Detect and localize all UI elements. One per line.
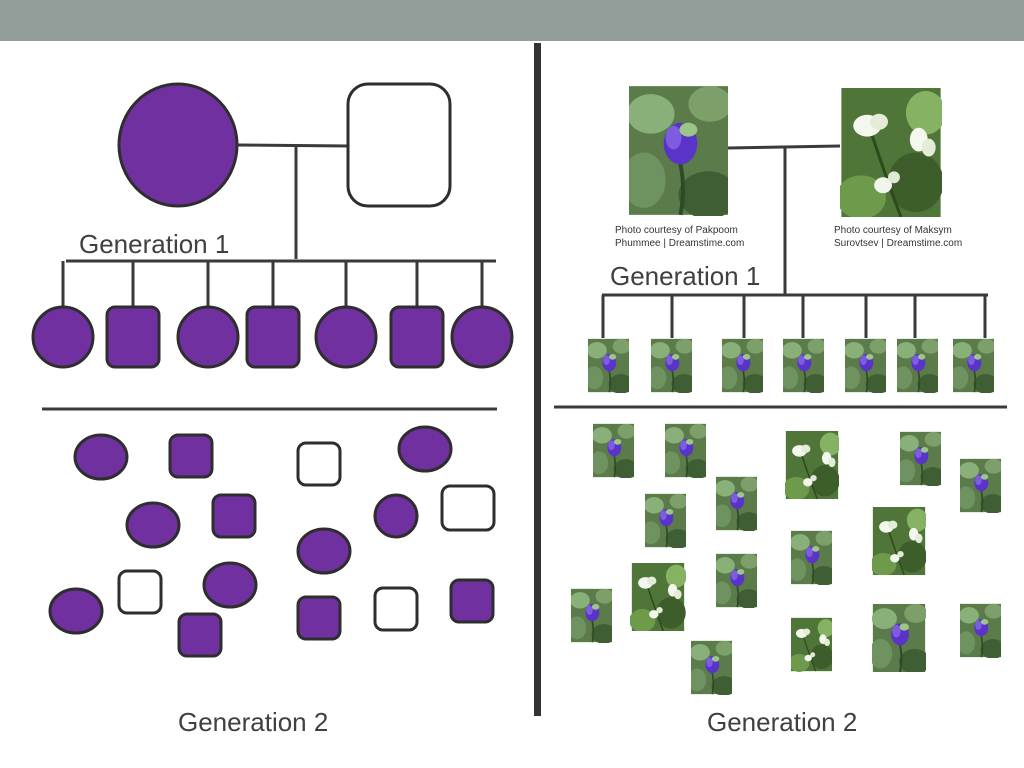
purple-pea-flower-photo-icon — [645, 493, 686, 548]
purple-pea-flower-photo-icon — [593, 423, 634, 478]
purple-pea-flower-photo-icon — [588, 338, 629, 393]
purple-pea-flower-photo-icon — [622, 86, 738, 219]
credit-line: Photo courtesy of Maksym — [834, 225, 952, 236]
purple-pea-flower-photo-icon — [665, 423, 706, 478]
credit-line: Photo courtesy of Pakpoom — [615, 225, 738, 236]
connector-lines — [42, 143, 1007, 411]
purple-square-male — [105, 305, 161, 369]
purple-pea-flower-photo-icon — [716, 476, 757, 531]
purple-pea-flower-photo-icon — [960, 603, 1001, 658]
purple-circle-female — [450, 305, 514, 369]
purple-pea-flower-photo-icon — [691, 640, 732, 695]
purple-square-male — [245, 305, 301, 369]
purple-square-male — [296, 595, 342, 641]
white-pea-flower-photo-icon — [630, 563, 686, 631]
purple-circle-female — [202, 561, 258, 609]
purple-pea-flower-photo-icon — [722, 338, 763, 393]
purple-pea-flower-photo-icon — [897, 338, 938, 393]
purple-square-male — [389, 305, 445, 369]
purple-pea-flower-photo-icon — [651, 338, 692, 393]
right-photo-pedigree — [571, 86, 1001, 695]
purple-circle-female — [73, 433, 129, 481]
white-square-male — [117, 569, 163, 615]
white-square-male — [373, 586, 419, 632]
connector-line — [727, 144, 841, 150]
white-pea-flower-photo-icon — [840, 88, 942, 217]
purple-square-male — [211, 493, 257, 539]
purple-circle-female — [125, 501, 181, 549]
purple-pea-flower-photo-icon — [783, 338, 824, 393]
purple-circle-female — [31, 305, 95, 369]
purple-pea-flower-photo-icon — [960, 458, 1001, 513]
purple-pea-flower-photo-icon — [953, 338, 994, 393]
white-square-male — [440, 484, 496, 532]
purple-square-male — [177, 612, 223, 658]
purple-circle-female — [48, 587, 104, 635]
white-pea-flower-photo-icon — [872, 507, 926, 575]
photo-credit-purple-parent: Photo courtesy of Pakpoom Phummee | Drea… — [615, 224, 744, 250]
right-generation-1-label: Generation 1 — [610, 261, 761, 291]
purple-circle-female — [373, 493, 419, 539]
title-bar — [0, 0, 1024, 41]
purple-pea-flower-photo-icon — [872, 604, 926, 672]
photo-credit-white-parent: Photo courtesy of Maksym Surovtsev | Dre… — [834, 224, 962, 250]
credit-line: Phummee | Dreamstime.com — [615, 238, 745, 249]
purple-pea-flower-photo-icon — [900, 431, 941, 486]
connector-line — [236, 143, 350, 148]
purple-circle-female — [397, 425, 453, 473]
right-generation-2-label: Generation 2 — [707, 707, 858, 737]
purple-pea-flower-photo-icon — [845, 338, 886, 393]
left-pedigree-shapes — [31, 82, 514, 658]
purple-square-male — [168, 433, 214, 479]
panel-divider — [534, 43, 541, 716]
white-square-male — [346, 82, 452, 208]
purple-pea-flower-photo-icon — [716, 553, 757, 608]
white-pea-flower-photo-icon — [785, 431, 839, 499]
left-generation-2-label: Generation 2 — [178, 707, 329, 737]
purple-pea-flower-photo-icon — [571, 588, 612, 643]
purple-circle-female — [314, 305, 378, 369]
purple-pea-flower-photo-icon — [791, 530, 832, 585]
purple-circle-female — [117, 82, 239, 208]
purple-square-male — [449, 578, 495, 624]
white-square-male — [296, 441, 342, 487]
credit-line: Surovtsev | Dreamstime.com — [834, 238, 963, 249]
left-generation-1-label: Generation 1 — [79, 229, 230, 259]
purple-circle-female — [296, 527, 352, 575]
purple-circle-female — [176, 305, 240, 369]
white-pea-flower-photo-icon — [791, 617, 832, 672]
